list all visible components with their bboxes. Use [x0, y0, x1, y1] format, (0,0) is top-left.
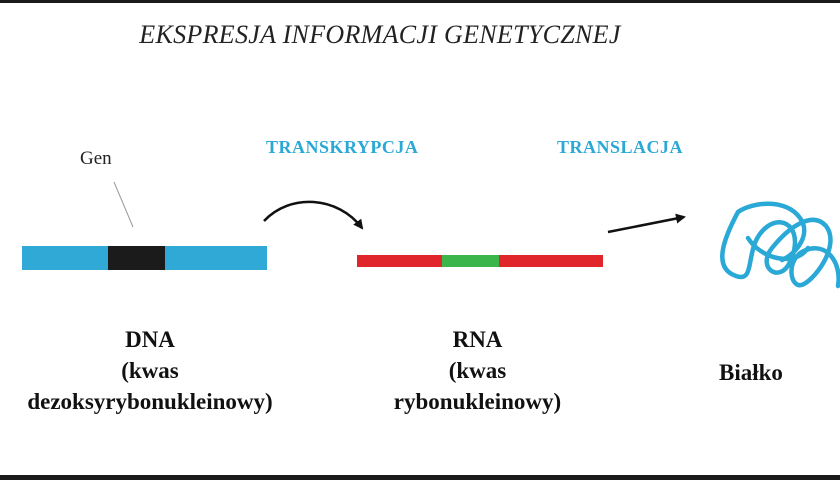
protein-caption: Białko	[719, 360, 783, 385]
rna-line2: rybonukleinowy)	[393, 389, 562, 414]
translation-label: TRANSLACJA	[557, 137, 684, 157]
translation-arrow	[607, 213, 686, 234]
diagram-title: EKSPRESJA INFORMACJI GENETYCZNEJ	[139, 20, 621, 49]
rna-name: RNA	[452, 327, 503, 352]
gene-label: Gen	[80, 148, 112, 169]
dna-line2: dezoksyrybonukleinowy)	[27, 389, 273, 414]
protein-chain	[720, 201, 840, 289]
rna-line1: (kwas	[448, 358, 507, 383]
rna-coding-segment	[442, 255, 499, 267]
dna-caption: DNA (kwas dezoksyrybonukleinowy)	[0, 324, 300, 417]
rna-caption: RNA (kwas rybonukleinowy)	[355, 324, 600, 417]
gene-pointer-line	[113, 181, 134, 228]
dna-line1: (kwas	[121, 358, 179, 383]
top-border	[0, 0, 840, 3]
gene-segment	[108, 246, 165, 270]
transcription-label: TRANSKRYPCJA	[266, 137, 419, 157]
bottom-border	[0, 475, 840, 480]
transcription-arrow	[263, 200, 364, 230]
dna-name: DNA	[125, 327, 175, 352]
